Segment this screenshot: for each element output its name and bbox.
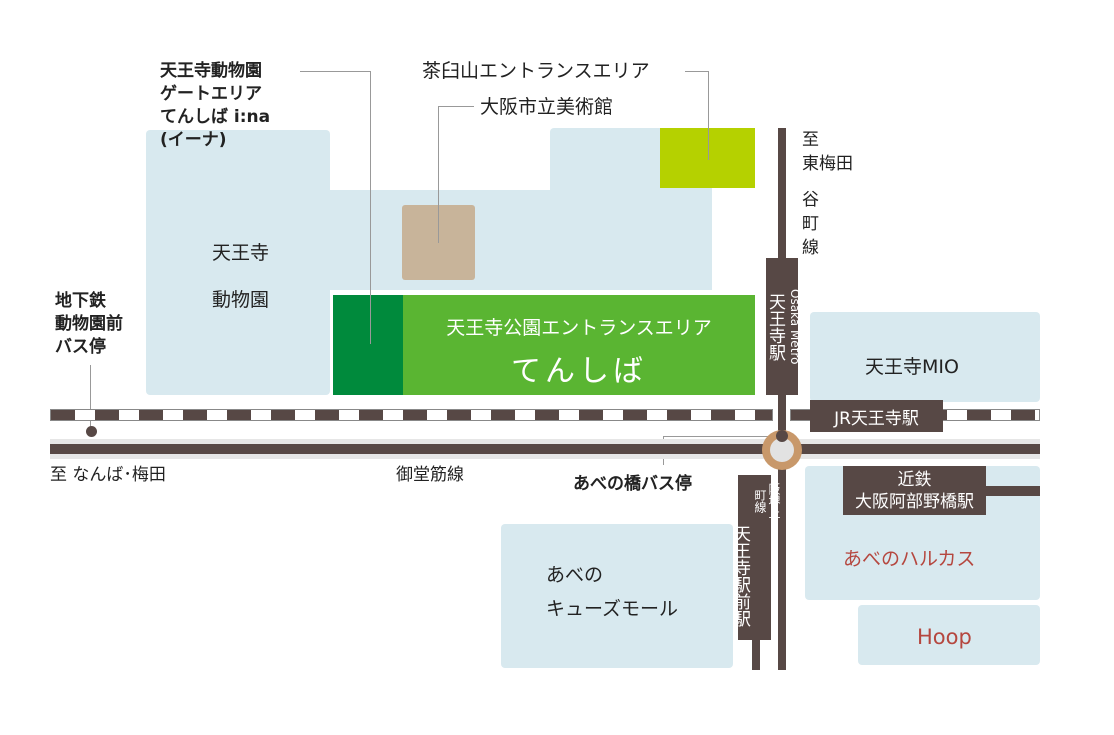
chausuyama-block[interactable] — [660, 128, 755, 188]
bus-stop-dot — [86, 426, 97, 437]
hankai-station-label[interactable]: 阪堺上町線 天王寺駅前駅 — [730, 475, 781, 640]
abeno-bus-stop-label: あべの橋バス停 — [573, 474, 692, 494]
tanimachi-label: 谷 町 線 — [802, 190, 819, 258]
qs-mall-block[interactable] — [501, 524, 733, 668]
hankai-station: 天王寺駅前駅 — [730, 525, 750, 627]
harukas-label: あべのハルカス — [843, 548, 976, 570]
hoop-block[interactable] — [858, 605, 1040, 665]
mio-label: 天王寺MIO — [865, 356, 959, 378]
museum-label: 大阪市立美術館 — [480, 96, 614, 118]
chausuyama-label: 茶臼山エントランスエリア — [422, 60, 650, 82]
mio-block[interactable] — [810, 312, 1040, 402]
jr-station-label[interactable]: JR天王寺駅 — [810, 400, 943, 432]
metro-dot — [776, 430, 788, 442]
jr-railway-west — [50, 409, 773, 421]
gate-label: 天王寺動物園 ゲートエリア てんしば i:na (イーナ) — [160, 61, 271, 150]
tenshiba-block[interactable]: 天王寺公園エントランスエリア てんしば — [403, 295, 755, 395]
zoo-bus-stop-label: 地下鉄 動物園前 バス停 — [55, 291, 123, 357]
metro-operator: Osaka Metro — [788, 288, 802, 365]
midosuji-line — [50, 444, 1040, 454]
zoo-bus-leader — [90, 365, 92, 432]
gate-area-block[interactable] — [333, 295, 403, 395]
midosuji-label: 御堂筋線 — [396, 465, 464, 485]
to-namba-label: 至 なんば･梅田 — [50, 465, 166, 485]
tenshiba-label: てんしば — [511, 354, 647, 389]
chausuyama-leader — [685, 71, 709, 160]
kintetsu-line — [986, 486, 1040, 496]
tanimachi-line — [778, 128, 786, 670]
kintetsu-station-label[interactable]: 近鉄 大阪阿部野橋駅 — [843, 466, 986, 515]
zoo-label: 天王寺 動物園 — [212, 242, 270, 311]
circle-inner — [770, 438, 794, 462]
metro-station: 天王寺駅 — [765, 292, 785, 361]
hankai-line-name: 阪堺上町線 — [753, 483, 781, 519]
metro-station-label[interactable]: Osaka Metro 天王寺駅 — [765, 258, 802, 395]
hoop-label: Hoop — [917, 625, 972, 649]
park-entrance-label: 天王寺公園エントランスエリア — [446, 317, 712, 339]
qs-mall-label: あべの キューズモール — [546, 564, 679, 620]
gate-leader — [300, 71, 371, 344]
to-umeda-label: 至 東梅田 — [802, 130, 853, 174]
museum-leader — [438, 106, 474, 243]
